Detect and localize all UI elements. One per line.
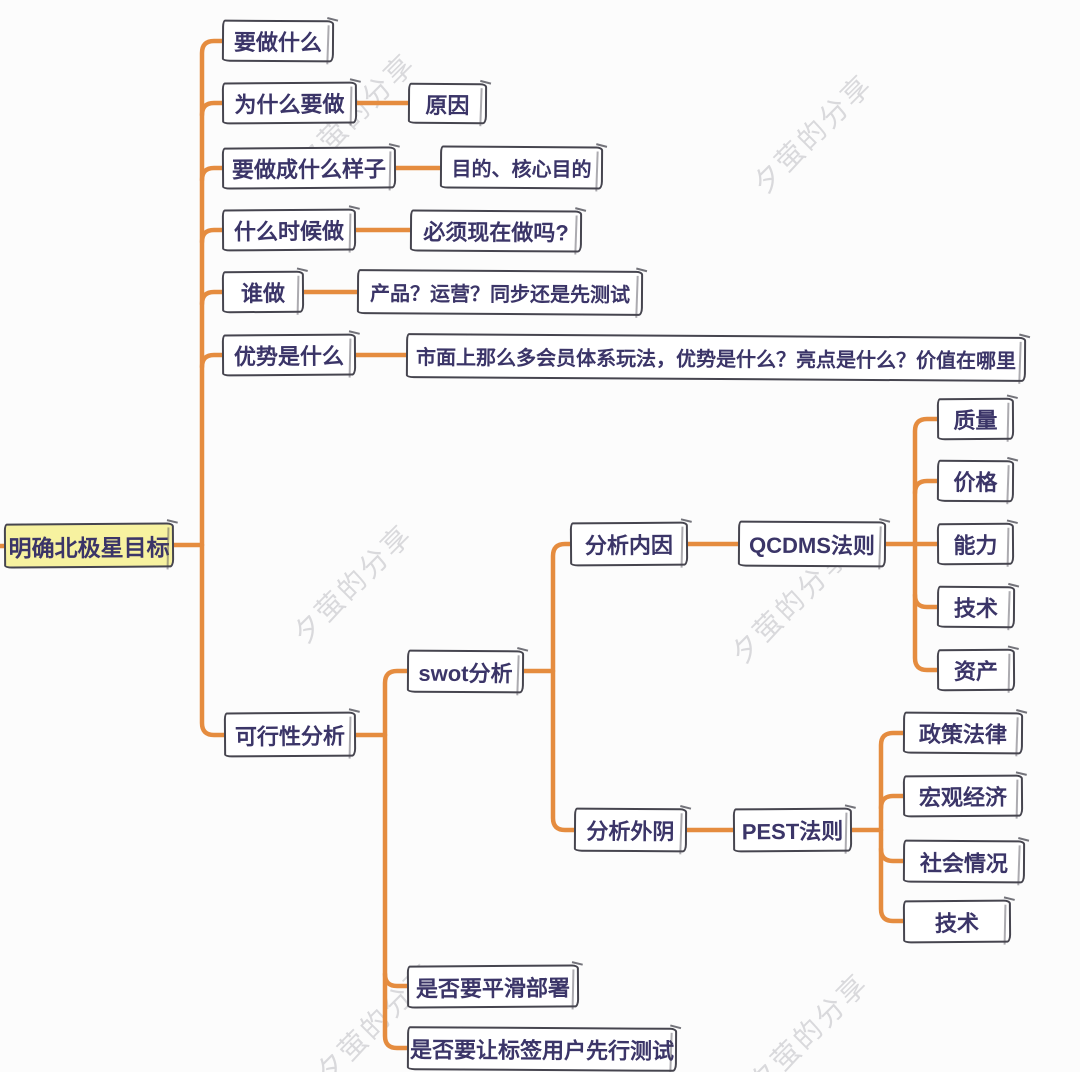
node-label: 要做什么 (233, 29, 323, 56)
node-pest-technology[interactable]: 技术 (902, 899, 1012, 944)
node-core-goal[interactable]: 目的、核心目的 (439, 145, 604, 190)
node-label: 资产 (953, 658, 999, 685)
node-macro-economy[interactable]: 宏观经济 (902, 774, 1024, 818)
node-label: 分析内因 (584, 532, 674, 559)
node-label: 宏观经济 (918, 784, 1008, 811)
node-label: 质量 (953, 407, 998, 434)
node-advantage[interactable]: 优势是什么 (221, 333, 357, 377)
node-technology[interactable]: 技术 (936, 585, 1016, 629)
node-label: 社会情况 (919, 850, 1009, 876)
node-swot-analysis[interactable]: swot分析 (406, 649, 525, 694)
node-qcdms-rule[interactable]: QCDMS法则 (737, 520, 887, 568)
node-pest-rule[interactable]: PEST法则 (732, 807, 853, 853)
node-reason[interactable]: 原因 (407, 82, 488, 125)
node-label: PEST法则 (741, 818, 844, 845)
node-label: 目的、核心目的 (451, 158, 592, 182)
node-label: 可行性分析 (234, 723, 346, 749)
node-label: 价格 (953, 469, 998, 496)
node-smooth-deploy[interactable]: 是否要平滑部署 (406, 964, 580, 1009)
node-quality[interactable]: 质量 (936, 397, 1015, 441)
node-label: 产品？运营？同步还是先测试 (369, 283, 631, 307)
node-label: 为什么要做 (234, 91, 345, 118)
node-label: 原因 (425, 92, 470, 118)
node-who-does-it[interactable]: 谁做 (221, 270, 305, 314)
node-label: 能力 (953, 532, 998, 559)
node-product-or-ops[interactable]: 产品？运营？同步还是先测试 (356, 269, 644, 316)
node-label: 分析外阴 (586, 818, 675, 845)
node-label: 技术 (934, 910, 980, 936)
node-label: 明确北极星目标 (8, 533, 170, 562)
node-when-to-do[interactable]: 什么时候做 (221, 208, 357, 252)
node-feasibility-analysis[interactable]: 可行性分析 (223, 711, 357, 758)
node-policy-law[interactable]: 政策法律 (902, 711, 1024, 755)
node-label: 要做成什么样子 (231, 156, 387, 183)
node-external-analysis[interactable]: 分析外阴 (573, 807, 688, 853)
node-ability[interactable]: 能力 (936, 522, 1015, 566)
node-label: swot分析 (418, 660, 513, 686)
node-social-condition[interactable]: 社会情况 (902, 839, 1026, 884)
node-must-do-now[interactable]: 必须现在做吗? (409, 209, 583, 253)
node-why-do-it[interactable]: 为什么要做 (221, 81, 358, 125)
node-label: QCDMS法则 (748, 532, 876, 559)
node-label: 什么时候做 (233, 218, 345, 245)
node-what-it-should-be[interactable]: 要做成什么样子 (221, 146, 397, 190)
node-tag-user-pretest[interactable]: 是否要让标签用户先行测试 (406, 1026, 678, 1072)
node-label: 优势是什么 (233, 343, 345, 370)
node-label: 市面上那么多会员体系玩法，优势是什么？亮点是什么？价值在哪里 (415, 347, 1017, 373)
node-market-advantage-question[interactable]: 市面上那么多会员体系玩法，优势是什么？亮点是什么？价值在哪里 (405, 333, 1027, 382)
node-label: 政策法律 (918, 721, 1008, 748)
node-price[interactable]: 价格 (936, 459, 1015, 503)
node-label: 技术 (953, 595, 999, 622)
node-label: 必须现在做吗? (423, 219, 569, 246)
node-asset[interactable]: 资产 (936, 648, 1016, 692)
node-label: 是否要让标签用户先行测试 (409, 1037, 675, 1064)
node-label: 是否要平滑部署 (415, 974, 571, 1002)
node-label: 谁做 (240, 280, 286, 307)
node-internal-analysis[interactable]: 分析内因 (569, 521, 689, 567)
node-what-to-do[interactable]: 要做什么 (221, 19, 335, 63)
node-north-star-goal[interactable]: 明确北极星目标 (3, 522, 175, 569)
